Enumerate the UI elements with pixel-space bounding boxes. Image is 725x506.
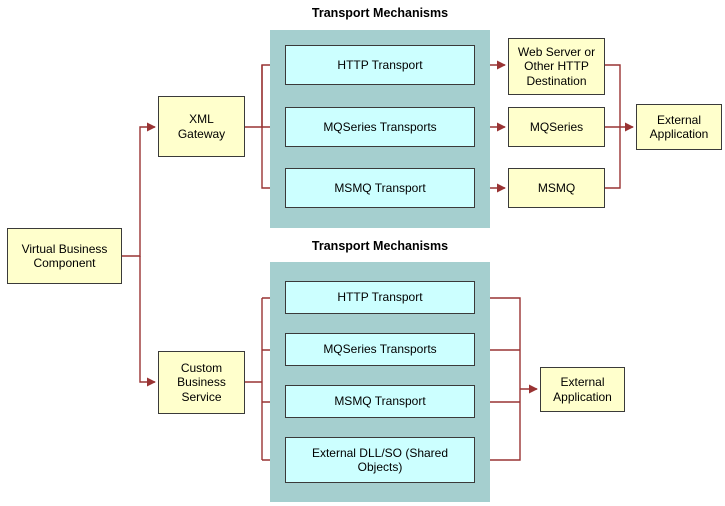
virtual-business-component-box: Virtual Business Component bbox=[7, 228, 122, 284]
external-application-top-box: External Application bbox=[636, 104, 722, 150]
external-application-bottom-box: External Application bbox=[540, 367, 625, 412]
custom-business-service-box: Custom Business Service bbox=[158, 351, 245, 414]
top-diagram-title: Transport Mechanisms bbox=[311, 6, 449, 20]
top-mqseries-transport-box: MQSeries Transports bbox=[285, 107, 475, 147]
msmq-destination-box: MSMQ bbox=[508, 168, 605, 208]
web-server-destination-box: Web Server or Other HTTP Destination bbox=[508, 38, 605, 95]
bottom-http-transport-box: HTTP Transport bbox=[285, 281, 475, 314]
top-msmq-transport-box: MSMQ Transport bbox=[285, 168, 475, 208]
mqseries-destination-box: MQSeries bbox=[508, 107, 605, 147]
external-dll-so-box: External DLL/SO (Shared Objects) bbox=[285, 437, 475, 483]
top-http-transport-box: HTTP Transport bbox=[285, 45, 475, 85]
bottom-mqseries-transport-box: MQSeries Transports bbox=[285, 333, 475, 366]
bottom-diagram-title: Transport Mechanisms bbox=[311, 239, 449, 253]
xml-gateway-box: XML Gateway bbox=[158, 96, 245, 157]
bottom-msmq-transport-box: MSMQ Transport bbox=[285, 385, 475, 418]
